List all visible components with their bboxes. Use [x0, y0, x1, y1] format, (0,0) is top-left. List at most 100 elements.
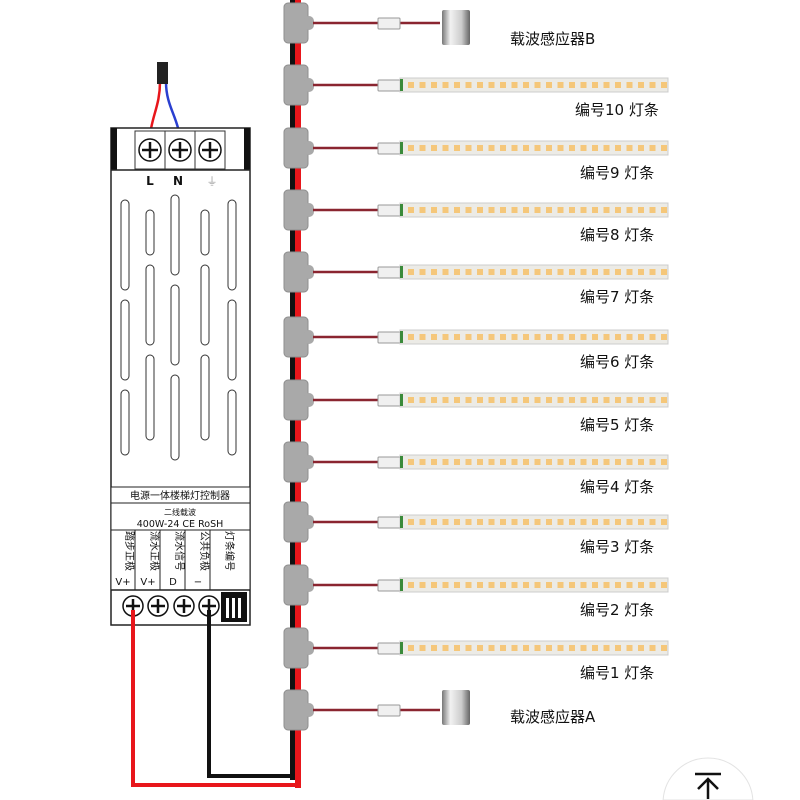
led-chip [661, 519, 667, 525]
led-chip [615, 397, 621, 403]
controller-spec: 400W-24 CE RoSH [137, 519, 224, 530]
led-chip [569, 269, 575, 275]
led-chip [419, 82, 426, 88]
terminal-screw-top [168, 138, 192, 162]
terminal-label-l: L [146, 174, 154, 188]
vent-slot [200, 264, 210, 346]
led-chip [511, 519, 518, 525]
led-chip [546, 519, 552, 525]
led-chip [534, 145, 541, 151]
led-chip [557, 82, 564, 88]
led-chip [580, 397, 587, 403]
led-chip [661, 582, 667, 588]
controller-body [110, 127, 251, 626]
led-chip [546, 397, 552, 403]
led-chip [465, 582, 472, 588]
led-chip [615, 269, 621, 275]
vent-slot [227, 389, 237, 456]
led-chip [454, 519, 460, 525]
led-chip [546, 334, 552, 340]
led-chip [500, 519, 506, 525]
back-to-top-button[interactable] [662, 757, 754, 800]
led-chip [534, 269, 541, 275]
led-chip [431, 145, 437, 151]
led-chip [580, 459, 587, 465]
vent-slot [145, 209, 155, 256]
sensor-b [442, 10, 470, 45]
led-chip [649, 334, 656, 340]
led-chip [419, 459, 426, 465]
vent-slot [145, 264, 155, 346]
column-label: 流水信号 [173, 531, 186, 571]
plug-connector [377, 394, 401, 407]
led-chip [500, 207, 506, 213]
led-chip [488, 519, 495, 525]
led-chip [534, 519, 541, 525]
led-chip [615, 519, 621, 525]
terminal-screw-top [198, 138, 222, 162]
led-chip [649, 269, 656, 275]
vent-slot [120, 199, 130, 291]
led-chip [465, 397, 472, 403]
led-chip [500, 645, 506, 651]
led-chip [523, 459, 529, 465]
led-chip [511, 397, 518, 403]
vent-slot [200, 354, 210, 441]
led-chip [557, 397, 564, 403]
strip-label: 编号2 灯条 [580, 601, 654, 619]
led-chip [477, 459, 483, 465]
led-chip [442, 82, 449, 88]
led-chip [523, 645, 529, 651]
led-chip [477, 145, 483, 151]
column-symbol: D [169, 577, 177, 588]
vent-slot [170, 194, 180, 276]
strip-label: 编号10 灯条 [575, 101, 659, 119]
led-chip [638, 334, 644, 340]
led-chip [534, 334, 541, 340]
led-chip [511, 582, 518, 588]
vent-slot [227, 199, 237, 291]
led-chip [523, 334, 529, 340]
led-chip [661, 82, 667, 88]
led-chip [419, 519, 426, 525]
led-chip [649, 645, 656, 651]
led-chip [626, 459, 633, 465]
led-chip [569, 459, 575, 465]
led-chip [534, 82, 541, 88]
vent-slot [120, 299, 130, 381]
led-chip [408, 269, 414, 275]
plug-connector [377, 642, 401, 655]
strip-label: 编号9 灯条 [580, 164, 654, 182]
led-chip [638, 82, 644, 88]
led-chip [592, 207, 598, 213]
led-chip [488, 582, 495, 588]
led-chip [661, 459, 667, 465]
terminal-label-n: N [173, 174, 183, 188]
led-chip [569, 207, 575, 213]
led-chip [661, 269, 667, 275]
led-chip [454, 645, 460, 651]
led-chip [603, 645, 610, 651]
led-chip [580, 269, 587, 275]
led-chip [442, 397, 449, 403]
strip-label: 编号7 灯条 [580, 288, 654, 306]
led-chip [661, 207, 667, 213]
led-chip [592, 397, 598, 403]
led-chip [615, 645, 621, 651]
led-chip [592, 645, 598, 651]
led-chip [603, 334, 610, 340]
led-chip [500, 269, 506, 275]
sensor-a [442, 690, 470, 725]
led-chip [477, 645, 483, 651]
led-chip [603, 519, 610, 525]
led-chip [649, 82, 656, 88]
led-chip [431, 582, 437, 588]
led-chip [592, 334, 598, 340]
led-chip [557, 207, 564, 213]
led-chip [638, 645, 644, 651]
led-chip [523, 519, 529, 525]
led-chip [626, 519, 633, 525]
black-feed-wire [207, 610, 292, 778]
led-chip [511, 334, 518, 340]
led-chip [431, 645, 437, 651]
